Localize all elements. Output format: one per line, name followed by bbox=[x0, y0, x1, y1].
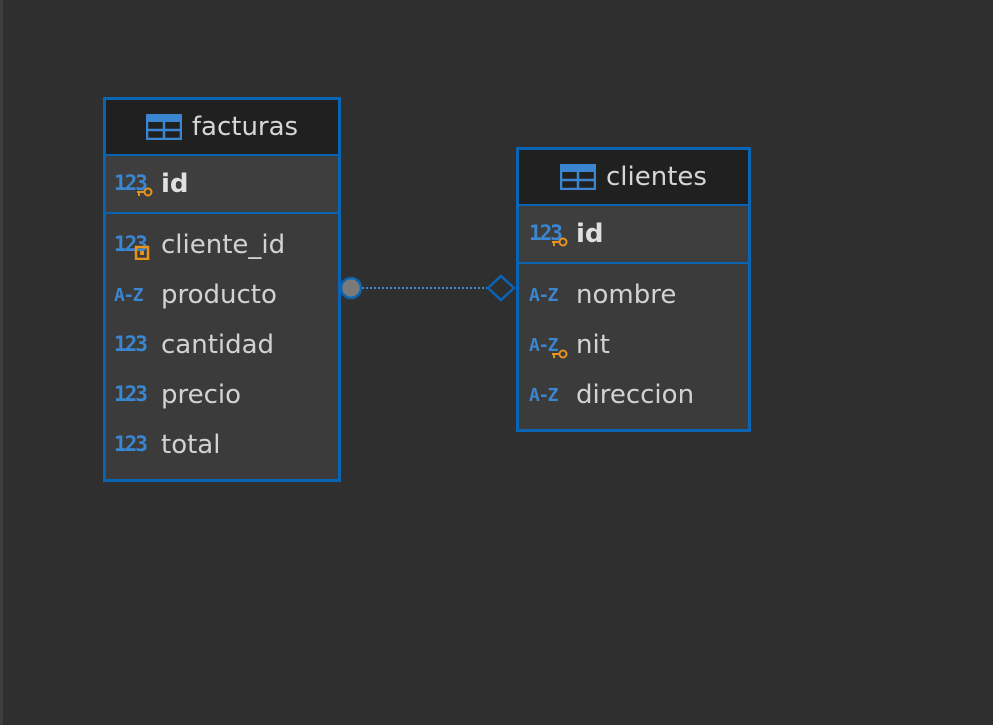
column-row[interactable]: 123 cantidad bbox=[106, 320, 338, 370]
svg-text:A-Z: A-Z bbox=[114, 285, 144, 306]
entity-header[interactable]: facturas bbox=[106, 100, 338, 156]
column-row[interactable]: 123 id bbox=[106, 156, 338, 212]
entity-title: clientes bbox=[606, 162, 707, 192]
column-row[interactable]: 123 precio bbox=[106, 370, 338, 420]
canvas-left-edge bbox=[0, 0, 3, 725]
numeric-icon: 123 bbox=[114, 382, 149, 406]
table-icon bbox=[145, 114, 182, 140]
svg-text:123: 123 bbox=[114, 332, 147, 356]
column-row[interactable]: A-Z nit bbox=[519, 320, 748, 370]
column-row[interactable]: A-Z direccion bbox=[519, 370, 748, 420]
column-row[interactable]: 123 id bbox=[519, 206, 748, 262]
svg-text:A-Z: A-Z bbox=[529, 285, 559, 306]
numeric-icon: 123 bbox=[114, 432, 149, 456]
entity-facturas[interactable]: facturas 123 id 123 cliente_id A-Z bbox=[103, 97, 341, 482]
numeric-primary-key-icon: 123 bbox=[114, 171, 153, 197]
column-name: producto bbox=[161, 280, 277, 310]
column-row[interactable]: A-Z nombre bbox=[519, 270, 748, 320]
relation-start-circle bbox=[339, 276, 363, 300]
svg-text:123: 123 bbox=[114, 432, 147, 456]
table-icon bbox=[560, 164, 597, 190]
entity-clientes[interactable]: clientes 123 id A-Z nombre A-Z bbox=[516, 147, 751, 432]
text-icon: A-Z bbox=[529, 385, 560, 406]
svg-text:123: 123 bbox=[114, 382, 147, 406]
column-name: nit bbox=[576, 330, 610, 360]
text-icon: A-Z bbox=[114, 285, 145, 306]
primary-key-section: 123 id bbox=[106, 156, 338, 214]
column-name: precio bbox=[161, 380, 242, 410]
column-name: cliente_id bbox=[161, 230, 286, 260]
relation-end-diamond bbox=[486, 274, 516, 302]
column-row[interactable]: A-Z producto bbox=[106, 270, 338, 320]
text-unique-key-icon: A-Z bbox=[529, 335, 568, 359]
primary-key-section: 123 id bbox=[519, 206, 748, 264]
svg-text:A-Z: A-Z bbox=[529, 385, 559, 406]
columns-section: 123 cliente_id A-Z producto 123 cantidad… bbox=[106, 214, 338, 470]
entity-title: facturas bbox=[191, 112, 299, 142]
entity-header[interactable]: clientes bbox=[519, 150, 748, 206]
column-row[interactable]: 123 cliente_id bbox=[106, 220, 338, 270]
columns-section: A-Z nombre A-Z nit A-Z direccion bbox=[519, 264, 748, 420]
column-name: nombre bbox=[576, 280, 677, 310]
numeric-icon: 123 bbox=[114, 332, 149, 356]
column-name: id bbox=[576, 219, 604, 249]
svg-text:A-Z: A-Z bbox=[529, 335, 559, 356]
column-name: cantidad bbox=[161, 330, 275, 360]
numeric-foreign-key-icon: 123 bbox=[114, 232, 149, 260]
column-name: total bbox=[161, 430, 221, 460]
column-name: direccion bbox=[576, 380, 695, 410]
text-icon: A-Z bbox=[529, 285, 560, 306]
column-row[interactable]: 123 total bbox=[106, 420, 338, 470]
column-name: id bbox=[161, 169, 189, 199]
numeric-primary-key-icon: 123 bbox=[529, 221, 568, 247]
